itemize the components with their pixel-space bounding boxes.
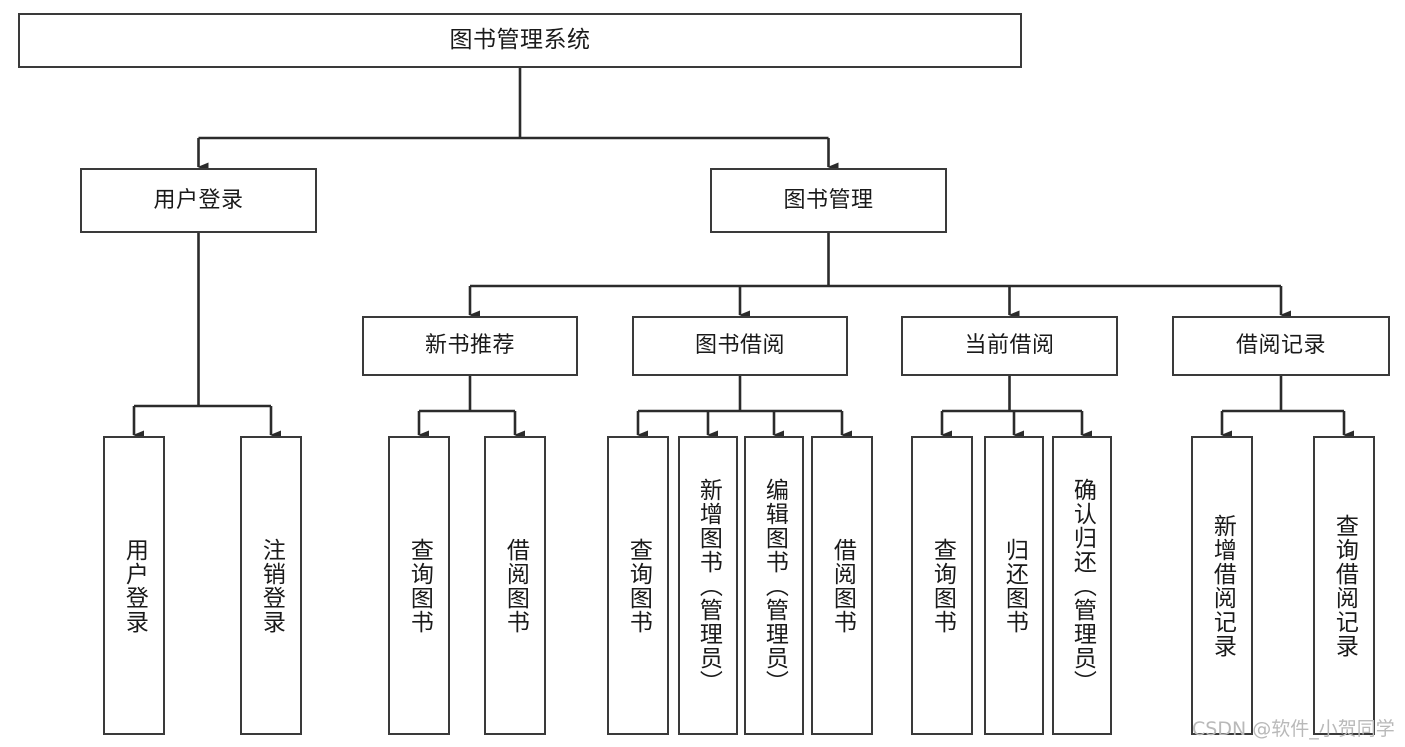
leaf-borrow-book-1[interactable]: 借阅图书 xyxy=(484,436,546,735)
node-label: 查询借阅记录 xyxy=(1331,513,1358,658)
node-label: 查询图书 xyxy=(625,537,652,634)
leaf-add-borrow-record[interactable]: 新增借阅记录 xyxy=(1191,436,1253,735)
node-book-management[interactable]: 图书管理 xyxy=(710,168,947,233)
leaf-add-book-admin[interactable]: 新增图书（管理员） xyxy=(678,436,738,735)
node-current-borrowing[interactable]: 当前借阅 xyxy=(901,316,1118,376)
node-label: 确认归还（管理员） xyxy=(1069,477,1096,694)
node-label: 用户登录 xyxy=(153,187,244,213)
node-label: 借阅图书 xyxy=(502,537,529,634)
node-label: 新增图书（管理员） xyxy=(695,477,722,694)
node-new-book-recommendation[interactable]: 新书推荐 xyxy=(362,316,578,376)
leaf-borrow-book-2[interactable]: 借阅图书 xyxy=(811,436,873,735)
node-user-login[interactable]: 用户登录 xyxy=(80,168,317,233)
leaf-query-borrow-record[interactable]: 查询借阅记录 xyxy=(1313,436,1375,735)
leaf-confirm-return-admin[interactable]: 确认归还（管理员） xyxy=(1052,436,1112,735)
leaf-query-book-1[interactable]: 查询图书 xyxy=(388,436,450,735)
node-label: 用户登录 xyxy=(121,537,148,634)
node-label: 查询图书 xyxy=(929,537,956,634)
leaf-query-book-3[interactable]: 查询图书 xyxy=(911,436,973,735)
node-label: 归还图书 xyxy=(1001,537,1028,634)
node-label: 图书借阅 xyxy=(694,333,785,359)
node-book-borrowing[interactable]: 图书借阅 xyxy=(632,316,848,376)
node-label: 新书推荐 xyxy=(424,333,515,359)
leaf-edit-book-admin[interactable]: 编辑图书（管理员） xyxy=(744,436,804,735)
leaf-user-login[interactable]: 用户登录 xyxy=(103,436,165,735)
node-borrowing-record[interactable]: 借阅记录 xyxy=(1172,316,1390,376)
leaf-return-book[interactable]: 归还图书 xyxy=(984,436,1044,735)
node-root-system[interactable]: 图书管理系统 xyxy=(18,13,1022,68)
node-label: 图书管理系统 xyxy=(449,26,591,53)
leaf-query-book-2[interactable]: 查询图书 xyxy=(607,436,669,735)
node-label: 图书管理 xyxy=(783,187,874,213)
node-label: 借阅图书 xyxy=(829,537,856,634)
leaf-logout[interactable]: 注销登录 xyxy=(240,436,302,735)
csdn-watermark: CSDN @软件_小贺同学 xyxy=(1192,718,1395,740)
node-label: 查询图书 xyxy=(406,537,433,634)
node-label: 借阅记录 xyxy=(1235,333,1326,359)
node-label: 编辑图书（管理员） xyxy=(761,477,788,694)
node-label: 新增借阅记录 xyxy=(1209,513,1236,658)
node-label: 注销登录 xyxy=(258,537,285,634)
node-label: 当前借阅 xyxy=(964,333,1055,359)
